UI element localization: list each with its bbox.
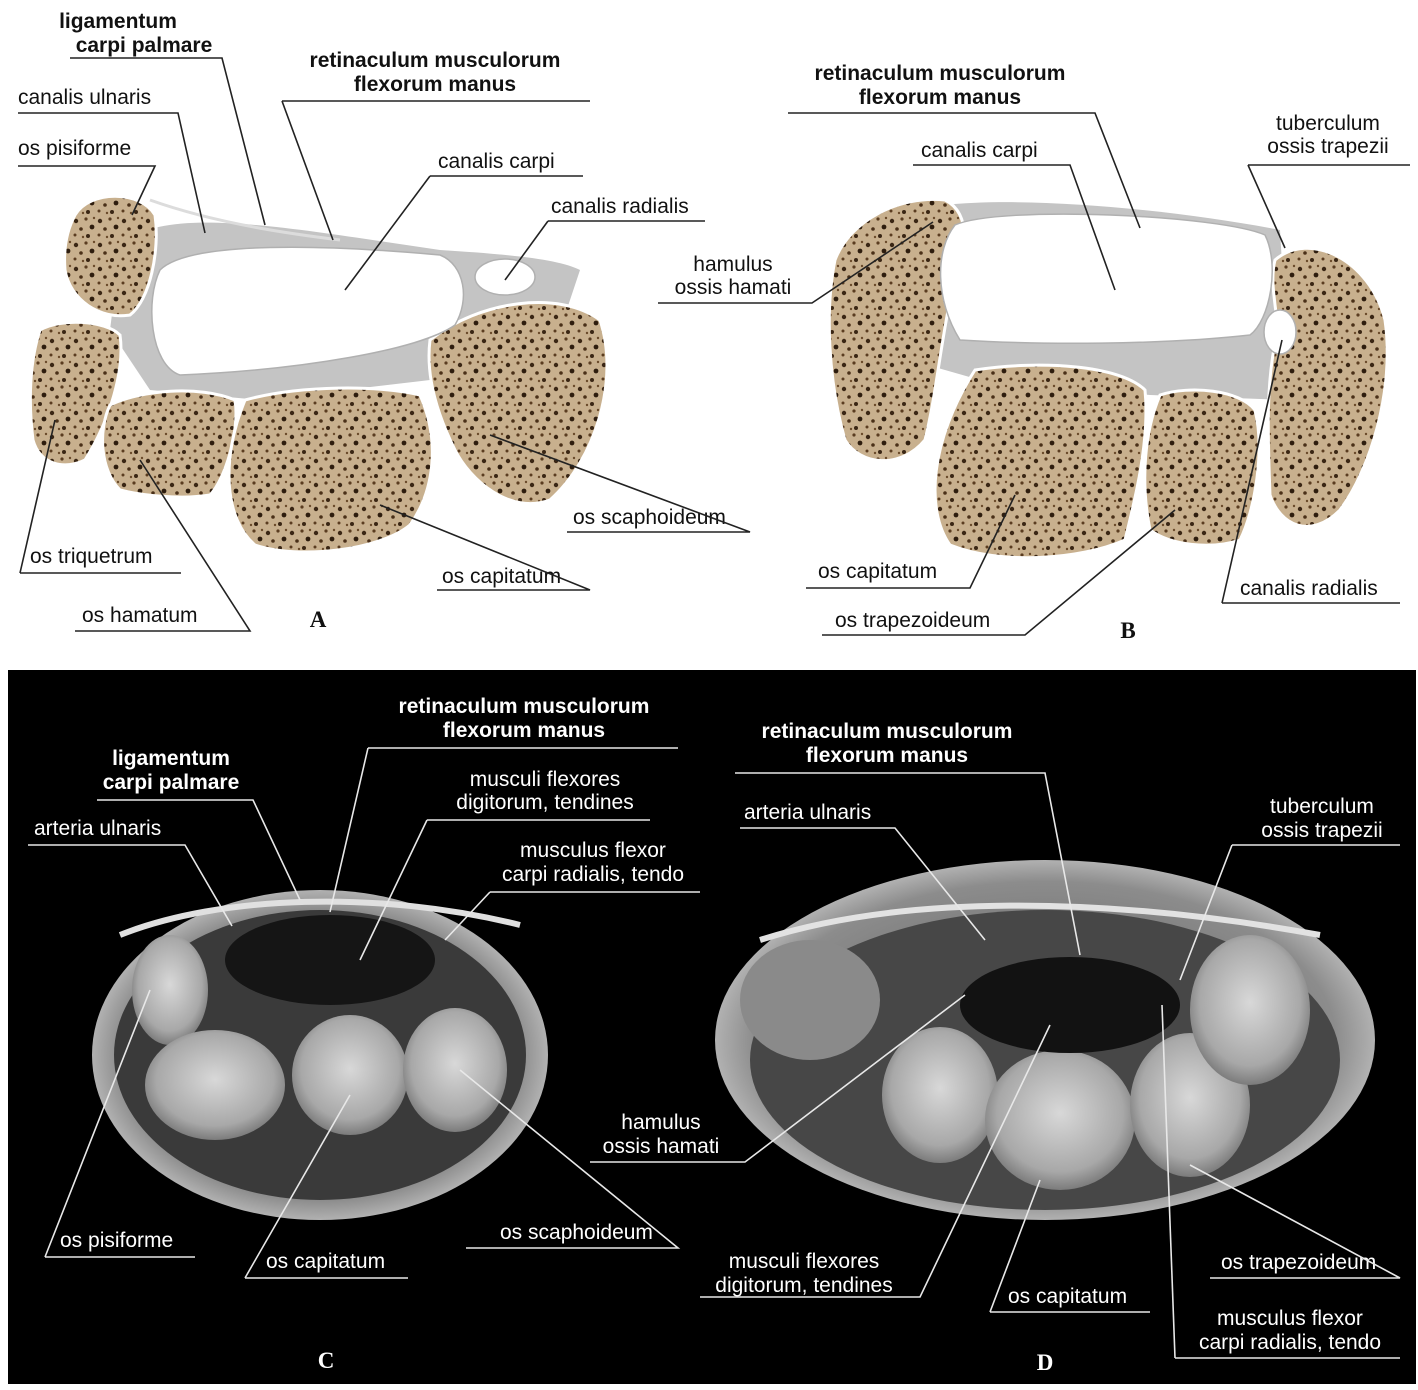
label-a-canalis-carpi: canalis carpi bbox=[438, 150, 555, 173]
label-d-ham-1: hamulus bbox=[621, 1111, 700, 1134]
hypothenar-muscle-d bbox=[740, 940, 880, 1060]
label-c-ret-2: flexorum manus bbox=[443, 719, 605, 742]
os-capitatum-bone bbox=[229, 388, 432, 552]
label-d-arteria-ulnaris: arteria ulnaris bbox=[744, 801, 871, 824]
os-pisiforme-bone bbox=[65, 196, 157, 316]
label-c-arteria-ulnaris: arteria ulnaris bbox=[34, 817, 161, 840]
label-c-lig-2: carpi palmare bbox=[103, 771, 240, 794]
label-d-os-trapezoideum: os trapezoideum bbox=[1221, 1251, 1376, 1274]
label-c-ret-1: retinaculum musculorum bbox=[399, 695, 650, 718]
label-c-mfd-2: digitorum, tendines bbox=[456, 791, 633, 814]
label-b-canalis-radialis: canalis radialis bbox=[1240, 577, 1378, 600]
label-d-ham-2: ossis hamati bbox=[603, 1135, 720, 1158]
os-hamatum-hook-bone bbox=[829, 199, 964, 460]
os-hamatum-bone bbox=[103, 391, 236, 497]
label-b-ham-2: ossis hamati bbox=[675, 276, 792, 299]
os-capitatum-mri-d bbox=[985, 1050, 1135, 1190]
label-a-ret-2: flexorum manus bbox=[354, 73, 516, 96]
label-a-os-capitatum: os capitatum bbox=[442, 565, 561, 588]
label-d-tub-2: ossis trapezii bbox=[1261, 819, 1382, 842]
panel-letter-a: A bbox=[310, 607, 327, 632]
label-a-ret-1: retinaculum musculorum bbox=[310, 49, 561, 72]
label-b-ret-2: flexorum manus bbox=[859, 86, 1021, 109]
carpal-tunnel-mri-d bbox=[960, 957, 1180, 1053]
label-c-mfd-1: musculi flexores bbox=[470, 768, 621, 791]
label-a-os-triquetrum: os triquetrum bbox=[30, 545, 153, 568]
os-scaphoideum-bone bbox=[429, 303, 607, 504]
panel-letter-b: B bbox=[1120, 618, 1135, 643]
panel-a: ligamentum carpi palmare retinaculum mus… bbox=[18, 10, 750, 632]
os-hamatum-mri bbox=[145, 1030, 285, 1140]
label-c-os-capitatum: os capitatum bbox=[266, 1250, 385, 1273]
label-a-os-hamatum: os hamatum bbox=[82, 604, 198, 627]
panel-letter-c: C bbox=[318, 1348, 335, 1373]
os-trapezium-mri-d bbox=[1190, 935, 1310, 1085]
os-capitatum-mri bbox=[292, 1015, 408, 1135]
label-a-canalis-ulnaris: canalis ulnaris bbox=[18, 86, 151, 109]
os-capitatum-bone-b bbox=[935, 365, 1146, 558]
label-b-os-capitatum: os capitatum bbox=[818, 560, 937, 583]
label-b-os-trapezoideum: os trapezoideum bbox=[835, 609, 990, 632]
label-b-tub-1: tuberculum bbox=[1276, 112, 1380, 135]
label-b-ham-1: hamulus bbox=[693, 253, 772, 276]
label-d-tub-1: tuberculum bbox=[1270, 795, 1374, 818]
os-trapezium-bone bbox=[1268, 248, 1387, 526]
label-d-mfcr-2: carpi radialis, tendo bbox=[1199, 1331, 1381, 1354]
label-b-tub-2: ossis trapezii bbox=[1267, 135, 1388, 158]
label-d-mfd-2: digitorum, tendines bbox=[715, 1274, 892, 1297]
label-a-canalis-radialis: canalis radialis bbox=[551, 195, 689, 218]
label-a-lig-2: carpi palmare bbox=[76, 34, 213, 57]
panel-b: retinaculum musculorum flexorum manus tu… bbox=[658, 62, 1410, 643]
label-c-mfcr-2: carpi radialis, tendo bbox=[502, 863, 684, 886]
label-b-ret-1: retinaculum musculorum bbox=[815, 62, 1066, 85]
label-d-mfcr-1: musculus flexor bbox=[1217, 1307, 1363, 1330]
label-c-mfcr-1: musculus flexor bbox=[520, 839, 666, 862]
label-d-ret-1: retinaculum musculorum bbox=[762, 720, 1013, 743]
label-a-os-pisiforme: os pisiforme bbox=[18, 137, 131, 160]
panel-letter-d: D bbox=[1037, 1350, 1054, 1375]
label-d-os-capitatum: os capitatum bbox=[1008, 1285, 1127, 1308]
label-a-lig-1: ligamentum bbox=[59, 10, 177, 33]
canalis-carpi-b bbox=[941, 214, 1273, 343]
label-d-ret-2: flexorum manus bbox=[806, 744, 968, 767]
os-hamatum-mri-d bbox=[882, 1027, 998, 1163]
label-d-mfd-1: musculi flexores bbox=[729, 1250, 880, 1273]
label-c-lig-1: ligamentum bbox=[112, 747, 230, 770]
carpal-tunnel-mri-c bbox=[225, 915, 435, 1005]
label-a-os-scaphoideum: os scaphoideum bbox=[573, 506, 726, 529]
label-b-canalis-carpi: canalis carpi bbox=[921, 139, 1038, 162]
canalis-radialis-a bbox=[475, 259, 535, 295]
label-c-os-pisiforme: os pisiforme bbox=[60, 1229, 173, 1252]
os-scaphoideum-mri bbox=[403, 1008, 507, 1132]
label-c-os-scaphoideum: os scaphoideum bbox=[500, 1221, 653, 1244]
os-pisiforme-mri bbox=[132, 935, 208, 1045]
